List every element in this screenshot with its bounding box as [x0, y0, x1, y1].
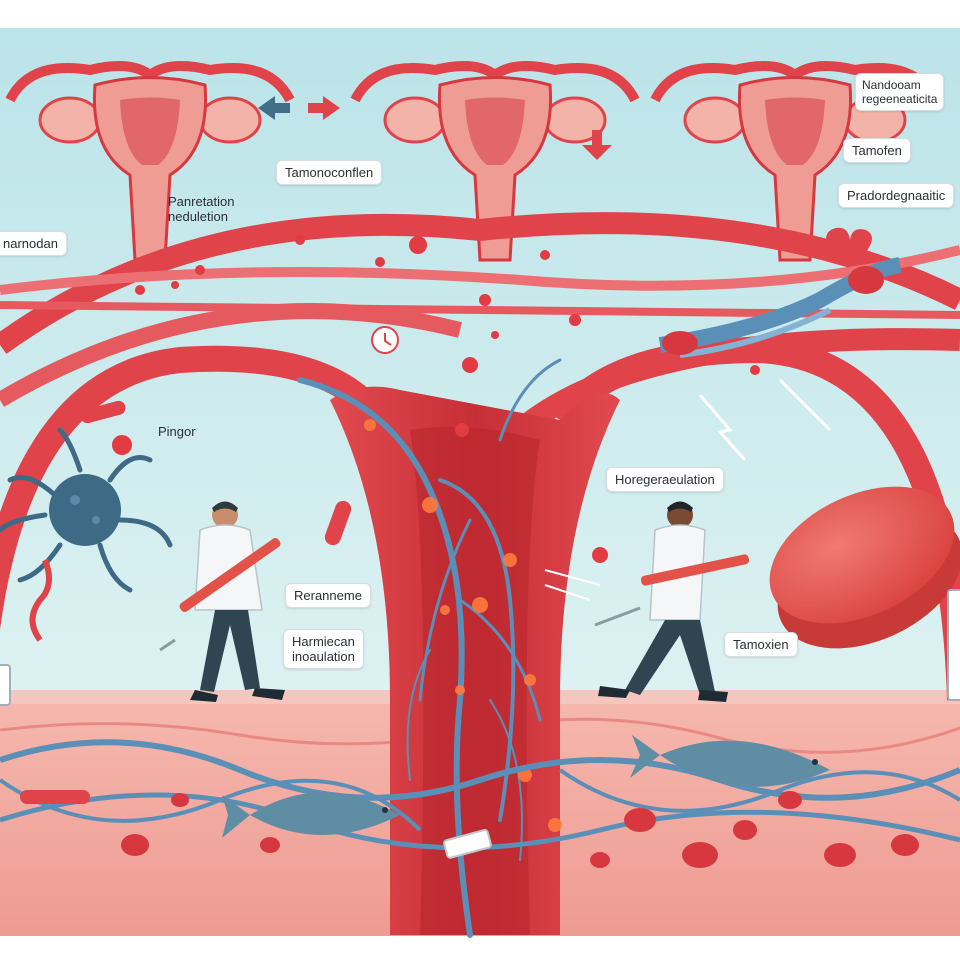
label-harmiecan-line2: inoaulation — [292, 649, 355, 664]
label-narnodan: narnodan — [0, 231, 67, 256]
label-pingor: Pingor — [158, 424, 196, 439]
red-clot — [848, 266, 884, 294]
double-arrow-icon — [258, 96, 340, 120]
tablet-pill — [769, 486, 960, 649]
label-harmiecan: Harmiecan inoaulation — [283, 629, 364, 669]
virus-cell — [0, 427, 173, 593]
tissue-syringe — [443, 829, 492, 859]
top-border — [0, 0, 960, 28]
label-reranneme: Reranneme — [285, 583, 371, 608]
capsule-pill — [80, 400, 126, 424]
blue-veins — [297, 358, 562, 938]
capsule-pill-2 — [324, 500, 352, 546]
label-harmiecan-line1: Harmiecan — [292, 634, 355, 649]
blue-vein-right-2 — [679, 307, 832, 358]
label-tamoxien: Tamoxien — [724, 632, 798, 657]
uterus-right — [650, 61, 940, 262]
vessel-arch-main — [0, 212, 960, 354]
doctor-right — [594, 501, 750, 702]
arch-left — [0, 345, 391, 630]
label-tamofen: Tamofen — [843, 138, 911, 163]
vial-left — [0, 664, 11, 706]
uterus-left — [5, 61, 295, 262]
label-horeger: Horegeraeulation — [606, 467, 724, 492]
lightning-streak — [698, 394, 747, 461]
label-nandodam-line2: regeeneaticita — [862, 92, 938, 106]
fish-left — [222, 792, 400, 838]
down-arrow-icon — [582, 130, 612, 160]
label-nandodam-line1: Nandooam — [862, 78, 921, 92]
vial-icon — [947, 589, 960, 701]
red-squiggle — [29, 558, 52, 642]
blood-droplets — [112, 235, 760, 563]
doctor-left — [159, 501, 285, 702]
vessel-arch-lower — [0, 303, 462, 407]
virus-core — [49, 474, 121, 546]
label-panretaion-line1: Panretation — [168, 194, 235, 209]
heart-icon — [826, 227, 872, 268]
label-panretaion-line2: neduletion — [168, 209, 228, 224]
fish-right — [630, 735, 830, 787]
label-nandodam: Nandooam regeeneaticita — [855, 73, 945, 111]
uterus-center — [350, 61, 640, 262]
bottom-border — [0, 935, 960, 960]
vessel-arch-upper — [0, 245, 960, 295]
red-blood-cells — [121, 791, 919, 868]
lightning-streak-2 — [778, 378, 832, 432]
label-pradorde: Pradordegnaaitic — [838, 183, 955, 208]
tissue-capsule — [20, 790, 90, 804]
clock-icon — [371, 326, 399, 354]
red-cell-large — [662, 331, 698, 355]
motion-lines — [544, 569, 601, 601]
label-tamoxofen: Tamonoconflen — [276, 160, 383, 185]
label-panretaion: Panretation neduletion — [160, 190, 243, 228]
